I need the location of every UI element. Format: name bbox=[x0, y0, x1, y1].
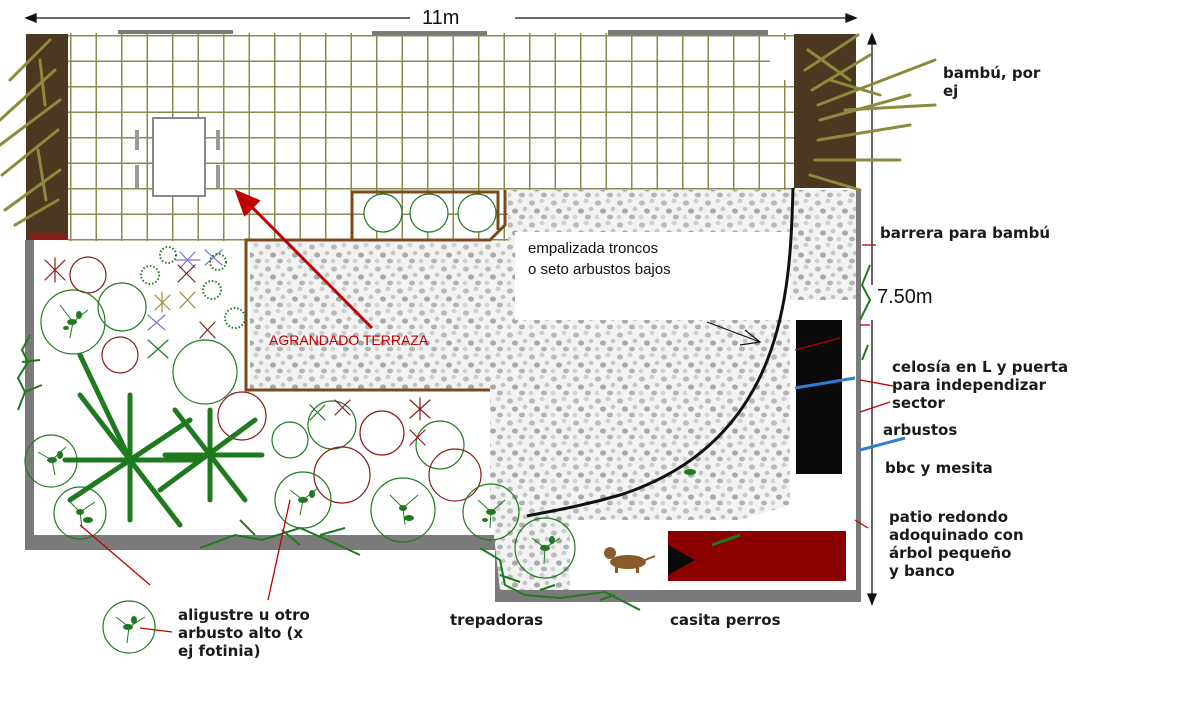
small-stars bbox=[44, 249, 431, 446]
bench-detail bbox=[711, 533, 741, 547]
bamboo-barrier-label: barrera para bambú bbox=[880, 224, 1051, 242]
terrace-table bbox=[135, 117, 220, 197]
dog-house-roof bbox=[668, 545, 695, 575]
bbq-label: bbc y mesita bbox=[885, 459, 993, 477]
palisade-label: empalizada troncos o seto arbustos bajos bbox=[528, 240, 671, 278]
lattice-label: celosía en L y puerta para independizar … bbox=[892, 358, 1069, 412]
palm-plants bbox=[62, 352, 265, 528]
terrace-extension-outline bbox=[244, 190, 507, 392]
bbq-unit bbox=[796, 320, 842, 474]
shrubs-label: arbustos bbox=[883, 421, 958, 439]
garden-walls bbox=[25, 190, 861, 602]
climbers-label: trepadoras bbox=[450, 611, 544, 629]
shrub-branches bbox=[37, 304, 561, 644]
dog-house bbox=[668, 531, 846, 581]
terrace-enlarged-label: AGRANDADO TERRAZA bbox=[269, 332, 429, 348]
width-dimension-label: 11m bbox=[418, 7, 464, 30]
climbing-plants bbox=[16, 264, 872, 611]
dotted-shrubs bbox=[140, 246, 246, 329]
round-patio-label: patio redondo adoquinado con árbol peque… bbox=[889, 508, 1024, 580]
dog-house-label: casita perros bbox=[670, 611, 781, 629]
privet-label: aligustre u otro arbusto alto (x ej foti… bbox=[178, 606, 310, 660]
palisade-pointer bbox=[706, 321, 762, 346]
palisade-curve bbox=[526, 187, 795, 518]
bamboo-canes bbox=[0, 33, 937, 227]
shrub-pointers bbox=[794, 376, 906, 452]
planter-circles bbox=[363, 193, 497, 233]
lattice-markings bbox=[79, 244, 894, 633]
height-dimension-line bbox=[867, 32, 877, 606]
terrace-enlarged-arrow bbox=[234, 189, 374, 330]
height-dimension-label: 7.50m bbox=[873, 286, 937, 309]
width-dimension-line bbox=[24, 13, 858, 23]
bamboo-label: bambú, por ej bbox=[943, 64, 1041, 100]
shrub-circles bbox=[24, 256, 576, 654]
dog-icon bbox=[604, 547, 656, 573]
